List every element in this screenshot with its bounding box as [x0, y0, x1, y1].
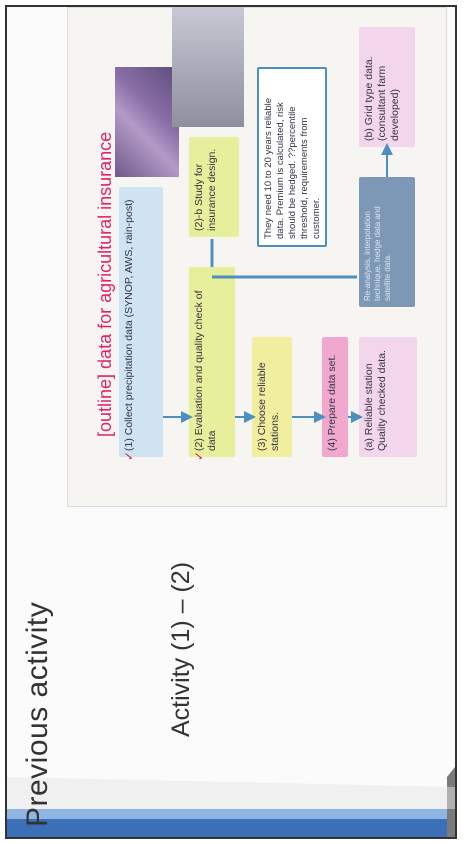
check-mark-2: ✓ [192, 451, 206, 461]
flow-arrows: ✓ ✓ [122, 143, 393, 461]
rotated-slide: Previous activity Activity (1) – (2) [ou… [7, 7, 455, 837]
decorative-ribbon [7, 767, 455, 837]
check-mark-1: ✓ [122, 451, 136, 461]
